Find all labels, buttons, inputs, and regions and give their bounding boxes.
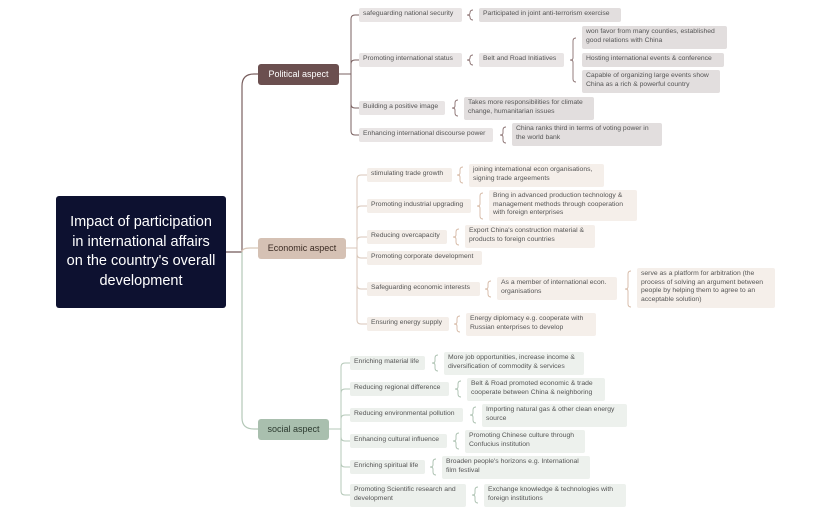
detail-voting-power[interactable]: China ranks third in terms of voting pow…	[512, 123, 662, 146]
political-brace-link-3	[350, 130, 361, 136]
detail-film-festival[interactable]: Broaden people's horizons e.g. Internati…	[442, 456, 590, 479]
political-brace-link-2	[350, 103, 361, 109]
social-brace-link-4	[340, 462, 351, 468]
topic-econ-organisations-member[interactable]: As a member of international econ. organ…	[497, 277, 617, 300]
political-connector	[241, 73, 258, 252]
social-brace-link-2	[340, 414, 351, 420]
economic-connector	[241, 247, 258, 253]
central-topic[interactable]: Impact of participation in international…	[56, 196, 226, 308]
topic-regional-difference[interactable]: Reducing regional difference	[350, 382, 449, 396]
detail-trade-organisations[interactable]: joining international econ organisations…	[469, 164, 604, 187]
topic-scientific-research[interactable]: Promoting Scientific research and develo…	[350, 484, 466, 507]
branch-economic[interactable]: Economic aspect	[258, 238, 346, 259]
detail-clean-energy[interactable]: Importing natural gas & other clean ener…	[482, 404, 627, 427]
curly-pol-3	[499, 126, 507, 144]
detail-energy-diplomacy[interactable]: Energy diplomacy e.g. cooperate with Rus…	[466, 313, 596, 336]
economic-brace-link-3	[356, 253, 367, 259]
detail-large-events[interactable]: Capable of organizing large events show …	[582, 70, 720, 93]
topic-corporate-development[interactable]: Promoting corporate development	[367, 251, 482, 265]
topic-safeguarding-national-security[interactable]: safeguarding national security	[359, 8, 462, 22]
detail-belt-road-cooperation[interactable]: Belt & Road promoted economic & trade co…	[467, 378, 605, 401]
political-brace-link-1	[350, 59, 361, 65]
social-brace-link-3	[340, 436, 351, 442]
curly-pol-0	[466, 9, 474, 21]
detail-climate-change[interactable]: Takes more responsibilities for climate …	[464, 97, 594, 120]
topic-discourse-power[interactable]: Enhancing international discourse power	[359, 128, 493, 142]
curly-pol-1b	[569, 37, 577, 83]
political-brace-link-0	[350, 14, 361, 20]
topic-spiritual-life[interactable]: Enriching spiritual life	[350, 460, 425, 474]
economic-brace-link-4	[356, 284, 367, 290]
detail-arbitration-platform[interactable]: serve as a platform for arbitration (the…	[637, 268, 775, 308]
social-brace-link-0	[340, 362, 351, 368]
curly-eco-4b	[624, 270, 632, 308]
curly-eco-2	[452, 228, 460, 246]
curly-eco-4	[484, 280, 492, 298]
topic-belt-and-road[interactable]: Belt and Road Initiatives	[479, 53, 564, 67]
branch-social[interactable]: social aspect	[258, 419, 329, 440]
detail-hosting-events[interactable]: Hosting international events & conferenc…	[582, 53, 724, 67]
curly-soc-4	[429, 458, 437, 476]
curly-pol-1	[466, 54, 474, 66]
social-connector	[241, 252, 258, 430]
curly-pol-2	[451, 99, 459, 117]
topic-promoting-international-status[interactable]: Promoting international status	[359, 53, 462, 67]
curly-soc-0	[431, 354, 439, 372]
curly-eco-0	[456, 166, 464, 184]
social-brace-link-1	[340, 388, 351, 394]
topic-material-life[interactable]: Enriching material life	[350, 356, 425, 370]
topic-energy-supply[interactable]: Ensuring energy supply	[367, 317, 449, 331]
topic-positive-image[interactable]: Building a positive image	[359, 101, 445, 115]
detail-job-opportunities[interactable]: More job opportunities, increase income …	[444, 352, 584, 375]
detail-anti-terrorism[interactable]: Participated in joint anti-terrorism exe…	[479, 8, 621, 22]
detail-good-relations[interactable]: won favor from many counties, establishe…	[582, 26, 727, 49]
curly-soc-2	[469, 406, 477, 424]
economic-brace-link-5	[356, 319, 367, 325]
curly-soc-1	[454, 380, 462, 398]
curly-soc-5	[471, 486, 479, 504]
topic-trade-growth[interactable]: stimulating trade growth	[367, 168, 452, 182]
curly-soc-3	[452, 432, 460, 450]
topic-economic-interests[interactable]: Safeguarding economic interests	[367, 282, 480, 296]
economic-brace-link-0	[356, 174, 367, 180]
economic-brace-link-1	[356, 205, 367, 211]
topic-industrial-upgrading[interactable]: Promoting industrial upgrading	[367, 199, 471, 213]
economic-brace-link-2	[356, 236, 367, 242]
branch-political[interactable]: Political aspect	[258, 64, 339, 85]
curly-eco-5	[453, 315, 461, 333]
topic-environmental-pollution[interactable]: Reducing environmental pollution	[350, 408, 463, 422]
detail-confucius-institution[interactable]: Promoting Chinese culture through Confuc…	[465, 430, 585, 453]
detail-knowledge-exchange[interactable]: Exchange knowledge & technologies with f…	[484, 484, 626, 507]
curly-eco-1	[476, 192, 484, 220]
detail-export-construction[interactable]: Export China's construction material & p…	[465, 225, 595, 248]
topic-cultural-influence[interactable]: Enhancing cultural influence	[350, 434, 447, 448]
social-brace-link-5	[340, 490, 351, 496]
topic-reducing-overcapacity[interactable]: Reducing overcapacity	[367, 230, 447, 244]
detail-advanced-technology[interactable]: Bring in advanced production technology …	[489, 190, 637, 221]
